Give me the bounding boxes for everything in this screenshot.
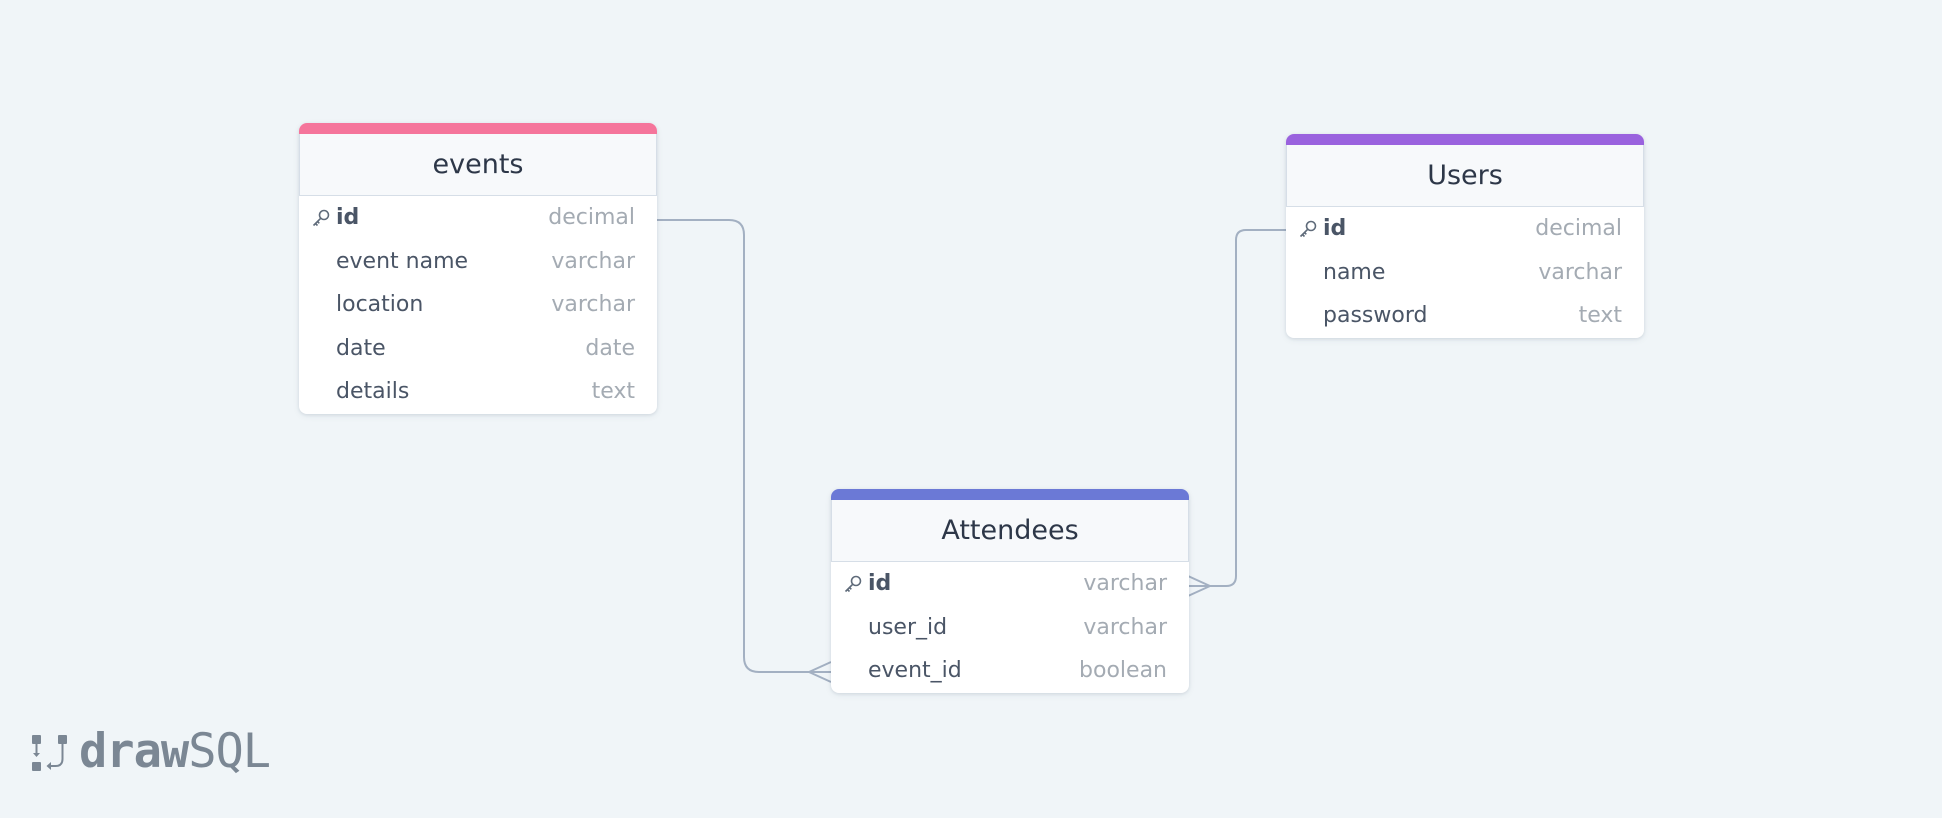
crowfoot-events-attendees [808, 661, 832, 683]
table-header[interactable]: events [299, 134, 657, 196]
column-name: location [336, 292, 424, 318]
logo-text-light: SQL [188, 724, 271, 779]
table-column-row[interactable]: event name varchar [299, 240, 657, 284]
drawsql-logo-icon [32, 734, 67, 771]
table-accent-bar [831, 489, 1189, 500]
table-title: events [432, 149, 524, 180]
table-accent-bar [299, 123, 657, 134]
table-column-row[interactable]: id decimal [1286, 207, 1644, 251]
key-slot [311, 338, 336, 358]
column-type: decimal [548, 205, 635, 231]
table-column-row[interactable]: user_id varchar [831, 606, 1189, 650]
table-title: Users [1427, 160, 1503, 191]
key-slot [311, 251, 336, 271]
column-type: varchar [551, 248, 635, 274]
key-slot [843, 617, 868, 637]
logo-text-bold: draw [79, 724, 189, 779]
column-type: date [585, 335, 635, 361]
column-name: date [336, 335, 386, 361]
column-type: boolean [1079, 658, 1167, 684]
table-users[interactable]: Users id decimal name varchar password text [1286, 134, 1644, 338]
table-rows: id decimal name varchar password text [1286, 207, 1644, 338]
table-column-row[interactable]: name varchar [1286, 251, 1644, 295]
primary-key-icon [311, 208, 336, 228]
column-type: varchar [1538, 259, 1622, 285]
table-column-row[interactable]: date date [299, 327, 657, 371]
primary-key-icon [1298, 219, 1323, 239]
connector-events-attendees[interactable] [657, 219, 831, 673]
key-slot [1298, 262, 1323, 282]
column-name: password [1323, 303, 1428, 329]
connector-users-attendees[interactable] [1188, 229, 1286, 587]
column-name: id [868, 571, 892, 597]
key-slot [843, 661, 868, 681]
table-title: Attendees [941, 515, 1079, 546]
table-accent-bar [1286, 134, 1644, 145]
table-column-row[interactable]: location varchar [299, 283, 657, 327]
table-rows: id varchar user_id varchar event_id boolean [831, 562, 1189, 693]
table-column-row[interactable]: password text [1286, 294, 1644, 338]
key-slot [311, 382, 336, 402]
table-column-row[interactable]: event_id boolean [831, 649, 1189, 693]
column-type: decimal [1535, 216, 1622, 242]
table-header[interactable]: Attendees [831, 500, 1189, 562]
table-header[interactable]: Users [1286, 145, 1644, 207]
table-column-row[interactable]: id decimal [299, 196, 657, 240]
primary-key-icon [843, 574, 868, 594]
column-name: id [1323, 216, 1347, 242]
drawsql-logo[interactable]: drawSQL [31, 728, 271, 775]
column-type: text [1578, 303, 1622, 329]
column-name: id [336, 205, 360, 231]
column-type: varchar [1083, 614, 1167, 640]
column-name: details [336, 379, 410, 405]
column-name: user_id [868, 614, 948, 640]
key-slot [311, 295, 336, 315]
column-type: text [591, 379, 635, 405]
table-column-row[interactable]: details text [299, 370, 657, 414]
key-slot [1298, 306, 1323, 326]
table-column-row[interactable]: id varchar [831, 562, 1189, 606]
drawsql-logo-text: drawSQL [79, 728, 271, 775]
table-rows: id decimal event name varchar location varcha… [299, 196, 657, 414]
table-attendees[interactable]: Attendees id varchar user_id varchar event_i… [831, 489, 1189, 693]
column-name: name [1323, 259, 1386, 285]
column-type: varchar [551, 292, 635, 318]
column-name: event_id [868, 658, 962, 684]
column-name: event name [336, 248, 469, 274]
column-type: varchar [1083, 571, 1167, 597]
crowfoot-users-attendees [1187, 575, 1211, 597]
